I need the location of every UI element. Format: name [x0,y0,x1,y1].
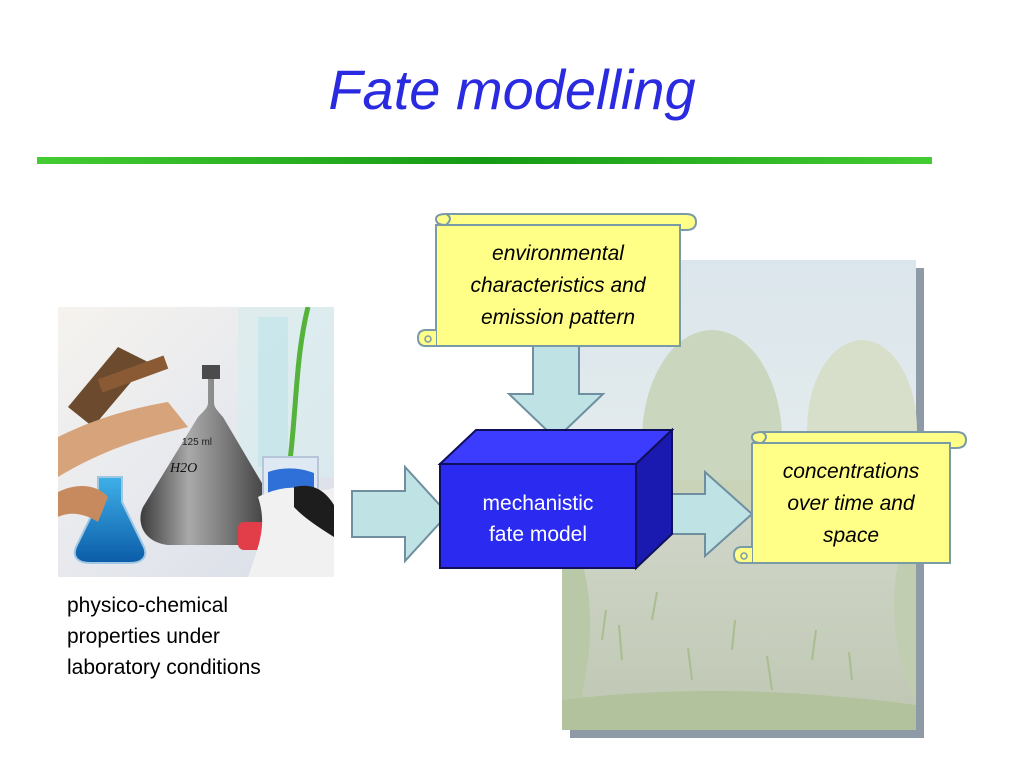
lab-caption: physico-chemical properties under labora… [67,590,347,683]
environment-arrow [506,343,606,441]
environment-scroll [416,213,698,347]
input-arrow [351,464,450,564]
lab-caption-line: physico-chemical [67,594,229,617]
lab-caption-line: properties under [67,625,220,648]
laboratory-glassware-image: 125 ml H2O [58,307,334,577]
lab-photo: 125 ml H2O [58,307,334,577]
slide-title: Fate modelling [328,58,696,121]
environment-line: characteristics and [470,274,646,297]
model-box [437,427,675,571]
output-line: concentrations [782,460,920,483]
output-line: space [822,524,880,547]
model-line: mechanistic [482,492,594,515]
title-divider [37,157,932,164]
output-scroll-text: concentrations over time and space [752,456,950,552]
model-line: fate model [488,523,588,546]
lab-caption-line: laboratory conditions [67,656,261,679]
output-arrow [659,469,754,559]
flask-volume-label: 125 ml [182,437,212,448]
environment-line: emission pattern [480,306,636,329]
model-box-label: mechanistic fate model [440,488,636,550]
output-scroll [732,431,968,564]
environment-scroll-text: environmental characteristics and emissi… [438,238,678,334]
output-line: over time and [787,492,915,515]
flask-formula-label: H2O [169,461,197,476]
environment-line: environmental [492,242,624,265]
